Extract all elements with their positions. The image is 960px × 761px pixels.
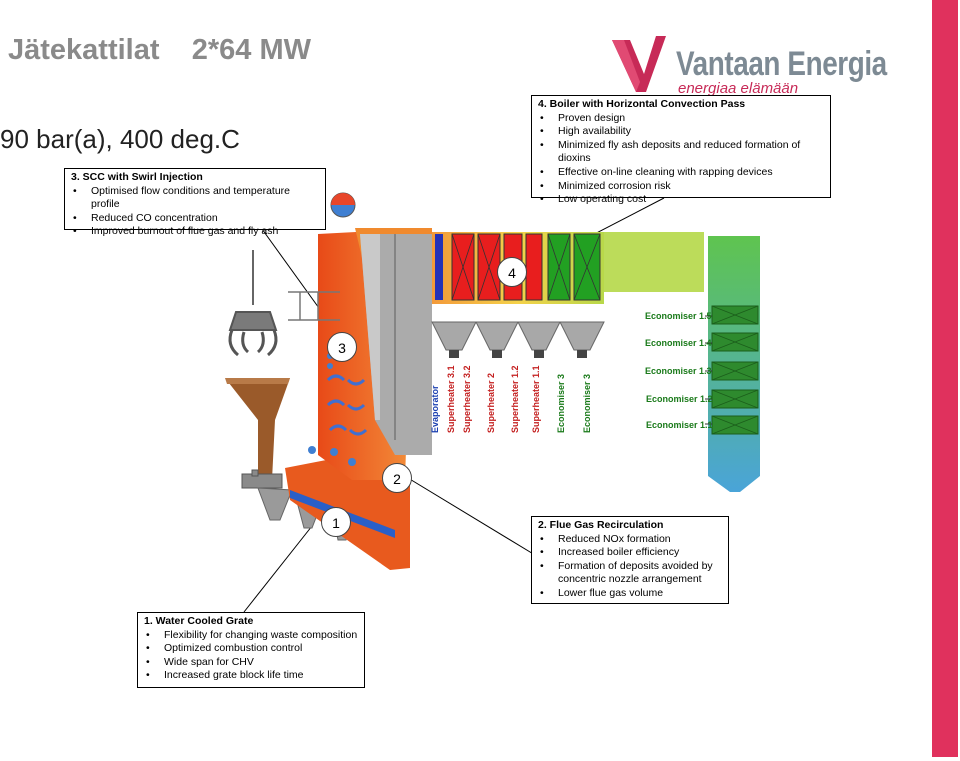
pass-hoppers [431, 321, 605, 351]
callout-grate: 1. Water Cooled Grate Flexibility for ch… [137, 612, 365, 688]
crane-grab-icon [228, 250, 278, 357]
callout-item: High availability [538, 125, 824, 139]
callout-item: Effective on-line cleaning with rapping … [538, 166, 824, 180]
econ-crosshatch [711, 305, 759, 435]
callout-item: Flexibility for changing waste compositi… [144, 629, 358, 643]
callout-heading: 2. Flue Gas Recirculation [538, 519, 664, 531]
page-subtitle: 90 bar(a), 400 deg.C [0, 124, 240, 154]
section-label-economiser-3a: Economiser 3 [556, 373, 566, 433]
feed-hopper [225, 378, 290, 480]
callout-boiler: 4. Boiler with Horizontal Convection Pas… [531, 95, 831, 206]
furnace-piping [288, 234, 396, 440]
callout-item: Optimised flow conditions and temperatur… [71, 185, 319, 212]
section-label-superheater-1-2: Superheater 1.2 [510, 365, 520, 433]
callout-item: Increased boiler efficiency [538, 546, 722, 560]
callout-fgr: 2. Flue Gas Recirculation Reduced NOx fo… [531, 516, 729, 604]
section-label-economiser-3b: Economiser 3 [582, 373, 592, 433]
marker-2: 2 [382, 463, 412, 493]
callout-item: Reduced CO concentration [71, 212, 319, 226]
callout-item: Reduced NOx formation [538, 533, 722, 547]
callout-item: Increased grate block life time [144, 669, 358, 683]
callout-scc: 3. SCC with Swirl Injection Optimised fl… [64, 168, 326, 239]
accent-band [932, 0, 958, 757]
callout-item: Formation of deposits avoided by concent… [538, 560, 722, 587]
section-label-superheater-2: Superheater 2 [486, 372, 496, 433]
page-title: Jätekattilat 2*64 MW [8, 34, 311, 66]
callout-item: Low operating cost [538, 193, 824, 207]
callout-item: Minimized corrosion risk [538, 180, 824, 194]
callout-heading: 4. Boiler with Horizontal Convection Pas… [538, 98, 746, 110]
section-label-superheater-3-1: Superheater 3.1 [446, 365, 456, 433]
swirl-injection-icon [326, 374, 368, 436]
economiser-label-1-2: Economiser 1.2 [646, 394, 713, 404]
section-label-superheater-3-2: Superheater 3.2 [462, 365, 472, 433]
callout-heading: 3. SCC with Swirl Injection [71, 171, 203, 183]
logo-brand: Vantaan Energia [676, 45, 887, 83]
section-label-superheater-1-1: Superheater 1.1 [531, 365, 541, 433]
callout-item: Improved burnout of flue gas and fly ash [71, 225, 319, 239]
bank-crosshatch [451, 233, 601, 301]
economiser-label-1-4: Economiser 1.4 [645, 338, 712, 348]
economiser-label-1-5: Economiser 1.5 [645, 311, 712, 321]
marker-3: 3 [327, 332, 357, 362]
callout-heading: 1. Water Cooled Grate [144, 615, 254, 627]
callout-item: Wide span for CHV [144, 656, 358, 670]
marker-1: 1 [321, 507, 351, 537]
steam-drum-icon [330, 192, 356, 218]
section-label-evaporator: Evaporator [430, 385, 440, 433]
marker-4: 4 [497, 257, 527, 287]
econ-leaders [705, 315, 712, 425]
logo-mark-icon [612, 36, 666, 92]
economiser-label-1-3: Economiser 1.3 [645, 366, 712, 376]
callout-item: Proven design [538, 112, 824, 126]
hopper-outlets [449, 350, 587, 358]
callout-item: Optimized combustion control [144, 642, 358, 656]
logo-tagline: energiaa elämään [678, 80, 799, 97]
callout-item: Minimized fly ash deposits and reduced f… [538, 139, 824, 166]
callout-item: Lower flue gas volume [538, 587, 722, 601]
economiser-label-1-1: Economiser 1.1 [646, 420, 713, 430]
